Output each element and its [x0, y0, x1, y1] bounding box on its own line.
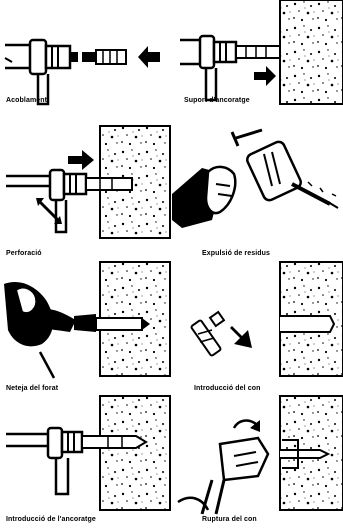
coupling-illustration — [0, 0, 170, 124]
cone-insertion-illustration — [172, 260, 343, 394]
step-label: Perforació — [6, 250, 42, 257]
step-drilling: Perforació — [0, 124, 170, 260]
anchor-insertion-illustration — [0, 394, 170, 529]
hole-cleaning-illustration — [0, 260, 170, 394]
step-hole-cleaning: Neteja del forat — [0, 260, 170, 394]
anchor-support-illustration — [172, 0, 343, 124]
step-label: Ruptura del con — [202, 516, 257, 523]
step-label: Introducció de l'ancoratge — [6, 516, 96, 523]
step-anchor-insertion: Introducció de l'ancoratge — [0, 394, 170, 529]
step-label: Expulsió de residus — [202, 250, 270, 257]
drilling-illustration — [0, 124, 170, 260]
step-debris-expulsion: Expulsió de residus — [172, 124, 343, 260]
step-cone-insertion: Introducció del con — [172, 260, 343, 394]
debris-expulsion-illustration — [172, 124, 343, 260]
step-cone-breaking: Ruptura del con — [172, 394, 343, 529]
step-label: Suport d'ancoratge — [184, 97, 250, 104]
step-label: Neteja del forat — [6, 385, 58, 392]
step-coupling: Acoblament — [0, 0, 170, 124]
cone-breaking-illustration — [172, 394, 343, 529]
step-label: Acoblament — [6, 97, 47, 104]
step-anchor-support: Suport d'ancoratge — [172, 0, 343, 124]
step-label: Introducció del con — [194, 385, 260, 392]
